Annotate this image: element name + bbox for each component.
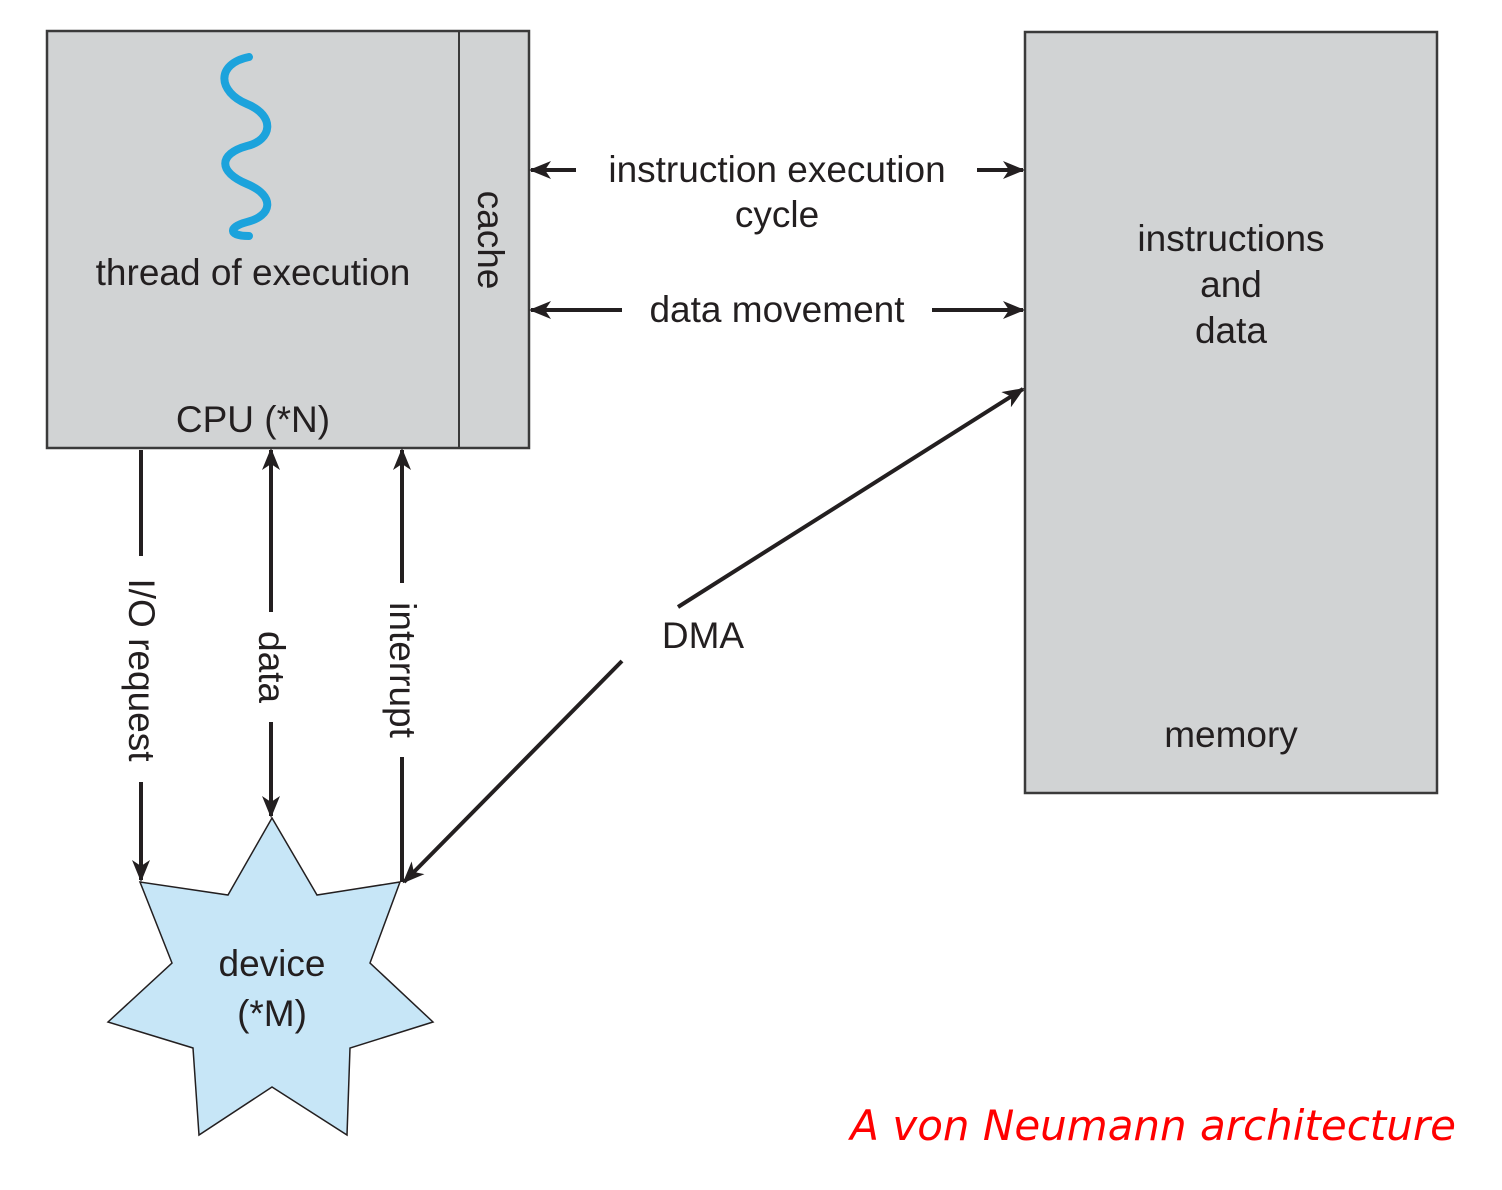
memory-title: memory xyxy=(1164,714,1298,755)
figure-caption: A von Neumann architecture xyxy=(847,1101,1456,1150)
cpu-block: thread of execution CPU (*N) cache xyxy=(45,29,531,450)
data-connection: data xyxy=(251,448,292,818)
dma-arrow-to-device xyxy=(402,659,624,884)
device-star xyxy=(106,816,435,1137)
memory-content-line-3: data xyxy=(1195,310,1267,351)
memory-content-line-1: instructions xyxy=(1137,218,1324,259)
memory-content-line-2: and xyxy=(1200,264,1262,305)
dma-label: DMA xyxy=(662,615,745,656)
thread-icon xyxy=(220,53,272,240)
cache-label: cache xyxy=(470,191,511,290)
data-movement-label: data movement xyxy=(649,289,905,330)
cpu-title: CPU (*N) xyxy=(176,399,330,440)
interrupt-label: interrupt xyxy=(382,602,423,738)
cpu-box xyxy=(45,29,531,450)
thread-label: thread of execution xyxy=(96,252,411,293)
dma-connection: DMA xyxy=(402,387,1025,884)
memory-block: instructions and data memory xyxy=(1023,30,1439,795)
instruction-cycle-connection: instruction execution cycle xyxy=(529,149,1025,235)
interrupt-connection: interrupt xyxy=(382,448,423,882)
instruction-cycle-label-2: cycle xyxy=(735,194,819,235)
data-label: data xyxy=(251,631,292,703)
device-label-1: device xyxy=(219,943,326,984)
dma-arrow-to-memory xyxy=(676,387,1025,609)
instruction-cycle-label-1: instruction execution xyxy=(608,149,945,190)
io-request-connection: I/O request xyxy=(121,450,162,882)
device-block: device (*M) xyxy=(106,816,435,1137)
io-request-label: I/O request xyxy=(121,578,162,762)
data-movement-connection: data movement xyxy=(529,289,1025,330)
device-label-2: (*M) xyxy=(237,993,307,1034)
memory-box xyxy=(1023,30,1439,795)
